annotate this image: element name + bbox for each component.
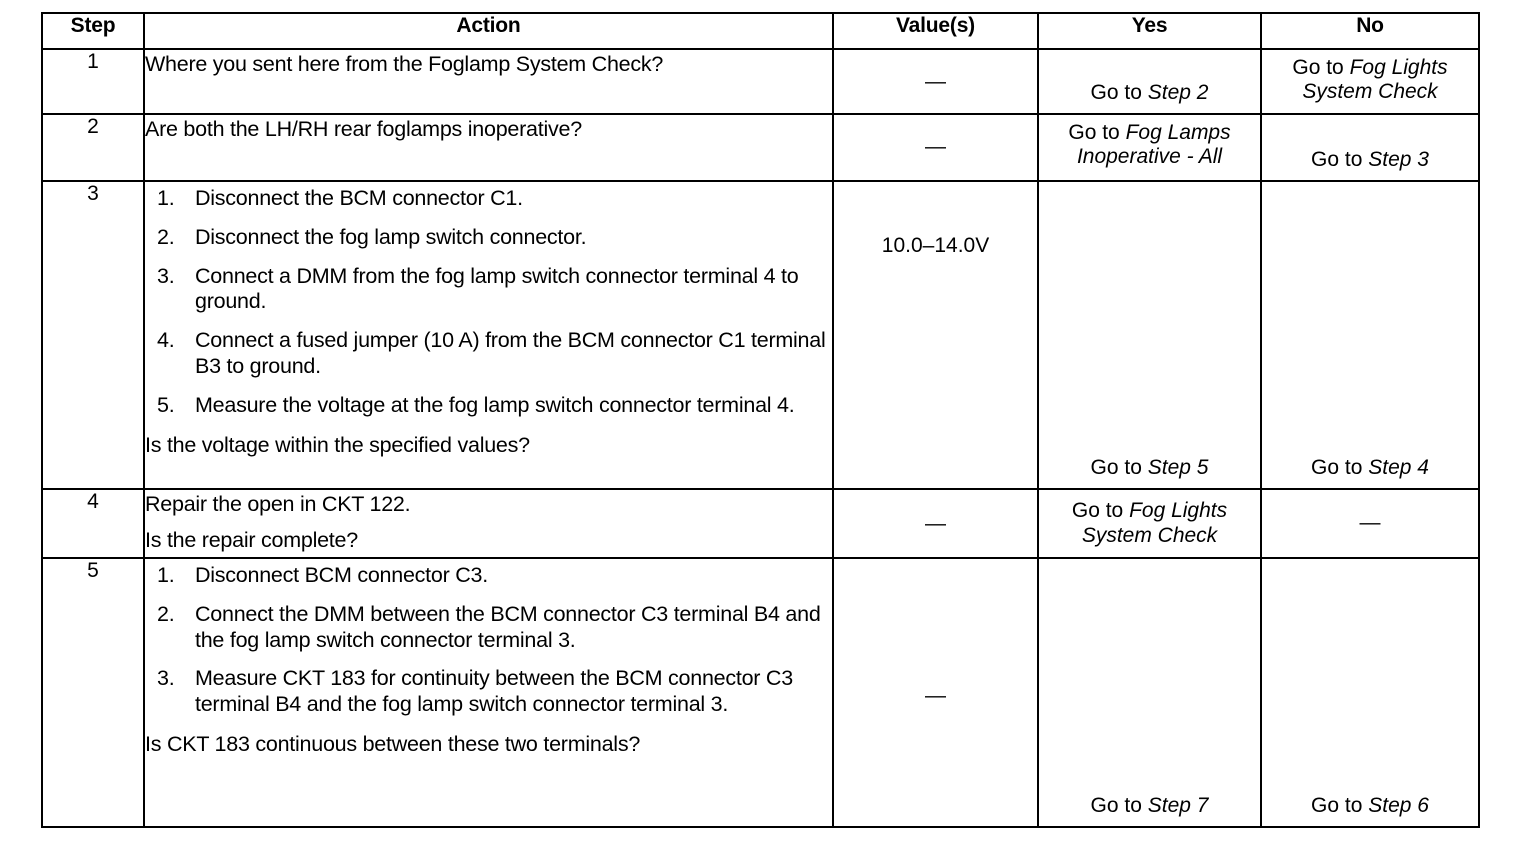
table-row: 5 Disconnect BCM connector C3. Connect t…: [41, 557, 1480, 828]
no-cell: Go to Step 6: [1260, 557, 1480, 828]
goto-reference: Step 2: [1147, 80, 1209, 104]
goto-prefix: Go to: [1311, 455, 1369, 479]
action-question: Is CKT 183 continuous between these two …: [145, 731, 641, 756]
table-row: 2 Are both the LH/RH rear foglamps inope…: [41, 113, 1480, 182]
diagnostic-procedure-table: Step Action Value(s) Yes No 1 Where you …: [41, 12, 1480, 828]
yes-cell: Go to Fog Lamps Inoperative - All: [1037, 113, 1262, 182]
value-cell: —: [832, 48, 1039, 115]
goto-reference: Step 6: [1368, 793, 1429, 817]
goto-prefix: Go to: [1311, 793, 1369, 817]
yes-answer: Go to Fog Lights System Check: [1039, 499, 1260, 547]
no-answer: Go to Fog Lights System Check: [1262, 56, 1478, 104]
column-header-no: No: [1260, 12, 1480, 50]
goto-prefix: Go to: [1090, 793, 1148, 817]
step-number-cell: 3: [41, 180, 145, 490]
action-question: Is the voltage within the specified valu…: [145, 432, 530, 457]
yes-cell: Go to Step 2: [1037, 48, 1262, 115]
action-cell: Where you sent here from the Foglamp Sys…: [143, 48, 834, 115]
table-row: 4 Repair the open in CKT 122. Is the rep…: [41, 488, 1480, 559]
value-text: —: [925, 684, 946, 707]
action-step-list: Disconnect the BCM connector C1. Disconn…: [145, 186, 832, 419]
action-step-list: Disconnect BCM connector C3. Connect the…: [145, 563, 832, 718]
action-question: Is the repair complete?: [145, 528, 358, 553]
yes-cell: Go to Fog Lights System Check: [1037, 488, 1262, 559]
goto-reference: Fog Lights System Check: [1081, 499, 1228, 547]
action-cell: Repair the open in CKT 122. Is the repai…: [143, 488, 834, 559]
table-row: 3 Disconnect the BCM connector C1. Disco…: [41, 180, 1480, 490]
list-item: Connect a DMM from the fog lamp switch c…: [157, 263, 799, 314]
list-item: Disconnect the fog lamp switch connector…: [157, 224, 587, 251]
goto-prefix: Go to: [1071, 499, 1130, 523]
value-cell: —: [832, 488, 1039, 559]
list-item: Connect the DMM between the BCM connecto…: [157, 601, 821, 652]
list-item: Disconnect the BCM connector C1.: [157, 186, 523, 212]
goto-reference: Step 4: [1368, 455, 1429, 479]
yes-cell: Go to Step 5: [1037, 180, 1262, 490]
table-row: 1 Where you sent here from the Foglamp S…: [41, 48, 1480, 115]
no-cell: —: [1260, 488, 1480, 559]
column-header-yes: Yes: [1037, 12, 1262, 50]
list-item: Connect a fused jumper (10 A) from the B…: [157, 328, 826, 378]
no-answer: Go to Step 4: [1262, 456, 1478, 480]
list-item: Measure the voltage at the fog lamp swit…: [157, 392, 795, 419]
column-header-value: Value(s): [832, 12, 1039, 50]
goto-prefix: Go to: [1090, 455, 1148, 479]
yes-answer: Go to Step 7: [1039, 794, 1260, 818]
no-answer: —: [1359, 511, 1381, 535]
action-cell: Are both the LH/RH rear foglamps inopera…: [143, 113, 834, 182]
yes-answer: Go to Step 2: [1039, 81, 1260, 105]
no-cell: Go to Step 4: [1260, 180, 1480, 490]
column-header-step: Step: [41, 12, 145, 50]
step-number-cell: 4: [41, 488, 145, 559]
yes-answer: Go to Step 5: [1039, 456, 1260, 480]
step-number-cell: 2: [41, 113, 145, 182]
no-cell: Go to Step 3: [1260, 113, 1480, 182]
value-text: 10.0–14.0V: [881, 234, 990, 257]
no-answer: Go to Step 6: [1262, 794, 1478, 818]
yes-answer: Go to Fog Lamps Inoperative - All: [1039, 121, 1260, 169]
goto-prefix: Go to: [1068, 121, 1126, 144]
list-item: Measure CKT 183 for continuity between t…: [157, 666, 793, 717]
action-instruction: Repair the open in CKT 122.: [145, 492, 411, 516]
goto-reference: Step 7: [1147, 793, 1209, 817]
goto-reference: Fog Lights System Check: [1302, 56, 1448, 104]
step-number-cell: 5: [41, 557, 145, 828]
header-row: Step Action Value(s) Yes No: [41, 12, 1480, 50]
goto-prefix: Go to: [1090, 80, 1148, 104]
column-header-action: Action: [143, 12, 834, 50]
no-answer: Go to Step 3: [1262, 148, 1478, 172]
goto-prefix: Go to: [1311, 147, 1369, 171]
table-body: 1 Where you sent here from the Foglamp S…: [41, 48, 1480, 828]
goto-reference: Step 5: [1147, 455, 1209, 479]
value-cell: 10.0–14.0V: [832, 180, 1039, 490]
value-cell: —: [832, 113, 1039, 182]
action-question: Where you sent here from the Foglamp Sys…: [145, 52, 664, 76]
step-number-cell: 1: [41, 48, 145, 115]
value-text: —: [925, 70, 946, 93]
value-text: —: [925, 511, 946, 535]
action-cell: Disconnect BCM connector C3. Connect the…: [143, 557, 834, 828]
value-cell: —: [832, 557, 1039, 828]
action-question: Are both the LH/RH rear foglamps inopera…: [145, 117, 582, 141]
yes-cell: Go to Step 7: [1037, 557, 1262, 828]
goto-prefix: Go to: [1292, 56, 1350, 79]
list-item: Disconnect BCM connector C3.: [157, 563, 488, 589]
value-text: —: [925, 135, 946, 158]
no-cell: Go to Fog Lights System Check: [1260, 48, 1480, 115]
goto-reference: Fog Lamps Inoperative - All: [1076, 121, 1231, 169]
table-header: Step Action Value(s) Yes No: [41, 12, 1480, 50]
action-cell: Disconnect the BCM connector C1. Disconn…: [143, 180, 834, 490]
goto-reference: Step 3: [1368, 147, 1429, 171]
